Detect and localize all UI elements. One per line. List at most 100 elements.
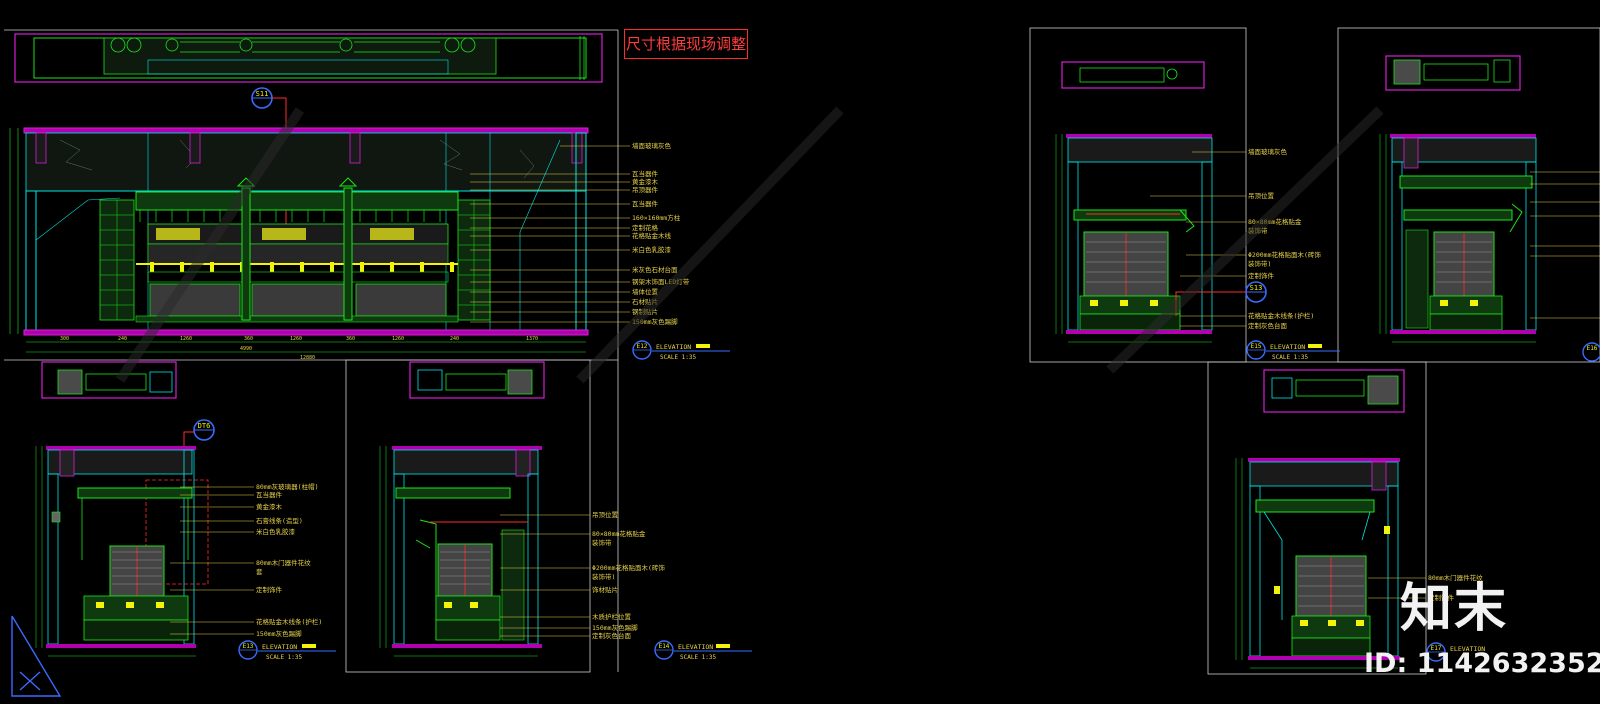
label-e17-2: 定制饰件	[1428, 593, 1455, 602]
elevation-e15: S13 墙面玻璃灰色 吊顶位置 80×80mm花格贴金 装饰带 Φ200mm花格…	[1055, 61, 1340, 361]
label-main-11: 钢架木饰面LED灯带	[632, 277, 690, 286]
bubble-label-s13: S13	[1250, 284, 1263, 292]
label-e13-4: 石膏线条(造型)	[256, 516, 303, 525]
watermark-pattern	[115, 106, 1384, 384]
label-e15-1: 墙面玻璃灰色	[1248, 147, 1288, 156]
sheet-frames	[4, 27, 1600, 675]
label-main-7: 定制花格	[632, 223, 659, 232]
dim-8: 240	[450, 336, 459, 342]
label-main-15: 150mm灰色踢脚	[632, 317, 678, 326]
elevation-tag-label-e14: E14	[659, 643, 670, 650]
label-e14-6: 饰材贴片	[592, 585, 618, 594]
dimensions-e12	[9, 128, 586, 353]
elevation-tag-label-e17: E17	[1431, 645, 1442, 652]
label-e15-9: 定制灰色台面	[1248, 321, 1288, 330]
label-e14-4: Φ200mm花格贴面木(砖饰	[592, 563, 665, 572]
label-e13-6: 80mm木门器件花纹	[256, 558, 311, 567]
label-e14-8: 150mm灰色踢脚	[592, 623, 638, 632]
label-e14-7: 木质护栏位置	[592, 612, 632, 621]
elevation-scale-e15: SCALE 1:35	[1272, 354, 1309, 361]
label-e17-1: 80mm木门器件花纹	[1428, 573, 1483, 582]
elevation-e17: 80mm木门器件花纹 定制饰件 E17 ELEVATION	[1235, 369, 1485, 669]
leaders-e13	[170, 486, 254, 635]
corner-triangle-icon	[11, 615, 62, 697]
leaders-e12	[470, 145, 630, 323]
bubble-label-s11: S11	[256, 90, 269, 98]
leaders-e17	[1368, 577, 1426, 599]
elevation-e16: E16	[1379, 55, 1600, 362]
label-main-5: 瓦当器件	[632, 199, 659, 208]
elevation-tag-e14: E14 ELEVATION SCALE 1:35	[654, 640, 752, 661]
elevation-tag-e13: E13 ELEVATION SCALE 1:35	[238, 640, 336, 661]
label-e13-8: 定制饰件	[256, 585, 283, 594]
elevation-title-e17: ELEVATION	[1450, 645, 1485, 653]
elevation-scale-e13: SCALE 1:35	[266, 654, 303, 661]
label-main-2: 瓦当器件	[632, 169, 659, 178]
elevation-title-e15: ELEVATION	[1270, 343, 1305, 351]
counter-e12	[135, 177, 459, 323]
label-main-10: 米灰色石材台面	[632, 265, 678, 274]
label-e13-1: 80mm灰玻璃器(柱帽)	[256, 482, 318, 491]
site-adjust-note: 尺寸根据现场调整	[624, 29, 748, 59]
dim-4: 360	[244, 336, 253, 342]
dim-1: 300	[60, 336, 69, 342]
dim-7: 1260	[392, 336, 404, 342]
dim-10: 4990	[240, 346, 252, 352]
dim-11: 12880	[300, 355, 315, 361]
elevation-tag-label-e12: E12	[637, 343, 648, 350]
elevation-scale-e14: SCALE 1:35	[680, 654, 717, 661]
dim-6: 360	[346, 336, 355, 342]
elevation-e13: DT6 80mm灰玻璃器(柱帽) 瓦当器件 黄金漆木 石膏线条(造型) 米白色乳…	[35, 361, 336, 661]
label-e13-10: 150mm灰色踢脚	[256, 629, 302, 638]
elevation-tag-e12: E12 ELEVATION SCALE 1:35	[632, 340, 730, 361]
labels-e17: 80mm木门器件花纹 定制饰件	[1428, 573, 1483, 602]
label-main-3: 黄金漆木	[632, 177, 659, 186]
leaders-e14	[500, 514, 590, 637]
elevation-scale-e12: SCALE 1:35	[660, 354, 697, 361]
elevation-title-e14: ELEVATION	[678, 643, 713, 651]
labels-e14: 吊顶位置 80×80mm花格贴金 装饰带 Φ200mm花格贴面木(砖饰 装饰带)…	[592, 510, 665, 640]
labels-e13: 80mm灰玻璃器(柱帽) 瓦当器件 黄金漆木 石膏线条(造型) 米白色乳胶漆 8…	[256, 482, 322, 638]
dim-5: 1260	[290, 336, 302, 342]
elevation-tag-e16: E16	[1582, 342, 1600, 362]
label-e15-5: Φ200mm花格贴面木(砖饰	[1248, 250, 1321, 259]
elevation-title-e12: ELEVATION	[656, 343, 691, 351]
elevation-title-e13: ELEVATION	[262, 643, 297, 651]
label-e14-9: 定制灰色台面	[592, 631, 632, 640]
label-e15-3: 80×80mm花格贴金	[1248, 217, 1302, 226]
brand-id: ID: 1142632352	[1364, 648, 1600, 679]
label-main-6: 160×160mm方柱	[632, 213, 681, 222]
dim-9: 1370	[526, 336, 538, 342]
label-e13-5: 米白色乳胶漆	[256, 527, 296, 536]
label-e14-1: 吊顶位置	[592, 510, 619, 519]
label-main-8: 花格贴金木线	[632, 231, 672, 240]
leaders-e16	[1530, 171, 1600, 319]
dim-3: 1260	[180, 336, 192, 342]
label-e13-2: 瓦当器件	[256, 490, 283, 499]
label-main-13: 石材贴片	[632, 297, 658, 306]
elevation-e14: 吊顶位置 80×80mm花格贴金 装饰带 Φ200mm花格贴面木(砖饰 装饰带)…	[379, 361, 752, 661]
label-e15-8: 花格贴金木线条(护栏)	[1248, 311, 1314, 320]
label-e13-7: 套	[256, 567, 263, 576]
label-main-4: 吊顶器件	[632, 185, 659, 194]
label-e13-9: 花格贴金木线条(护栏)	[256, 617, 322, 626]
dim-2: 240	[118, 336, 127, 342]
brand-logo: 知末	[1400, 579, 1509, 639]
plan-top-main	[14, 33, 603, 83]
elevation-tag-e17: E17 ELEVATION	[1426, 642, 1485, 662]
bubble-label-dt6: DT6	[198, 422, 211, 430]
elevation-e12: S11	[9, 33, 730, 361]
elevation-tag-label-e15: E15	[1251, 343, 1262, 350]
label-e15-6: 装饰带)	[1248, 259, 1271, 268]
elevation-tag-e15: E15 ELEVATION SCALE 1:35	[1246, 340, 1340, 361]
label-main-1: 墙面玻璃灰色	[632, 141, 672, 150]
label-main-12: 墙体位置	[632, 287, 659, 296]
label-e13-3: 黄金漆木	[256, 502, 283, 511]
elevation-tag-label-e16: E16	[1587, 345, 1598, 352]
label-e15-7: 定制饰件	[1248, 271, 1275, 280]
label-e14-5: 装饰带)	[592, 572, 615, 581]
elevation-tag-label-e13: E13	[243, 643, 254, 650]
label-main-9: 米白色乳胶漆	[632, 245, 672, 254]
label-e15-2: 吊顶位置	[1248, 191, 1275, 200]
